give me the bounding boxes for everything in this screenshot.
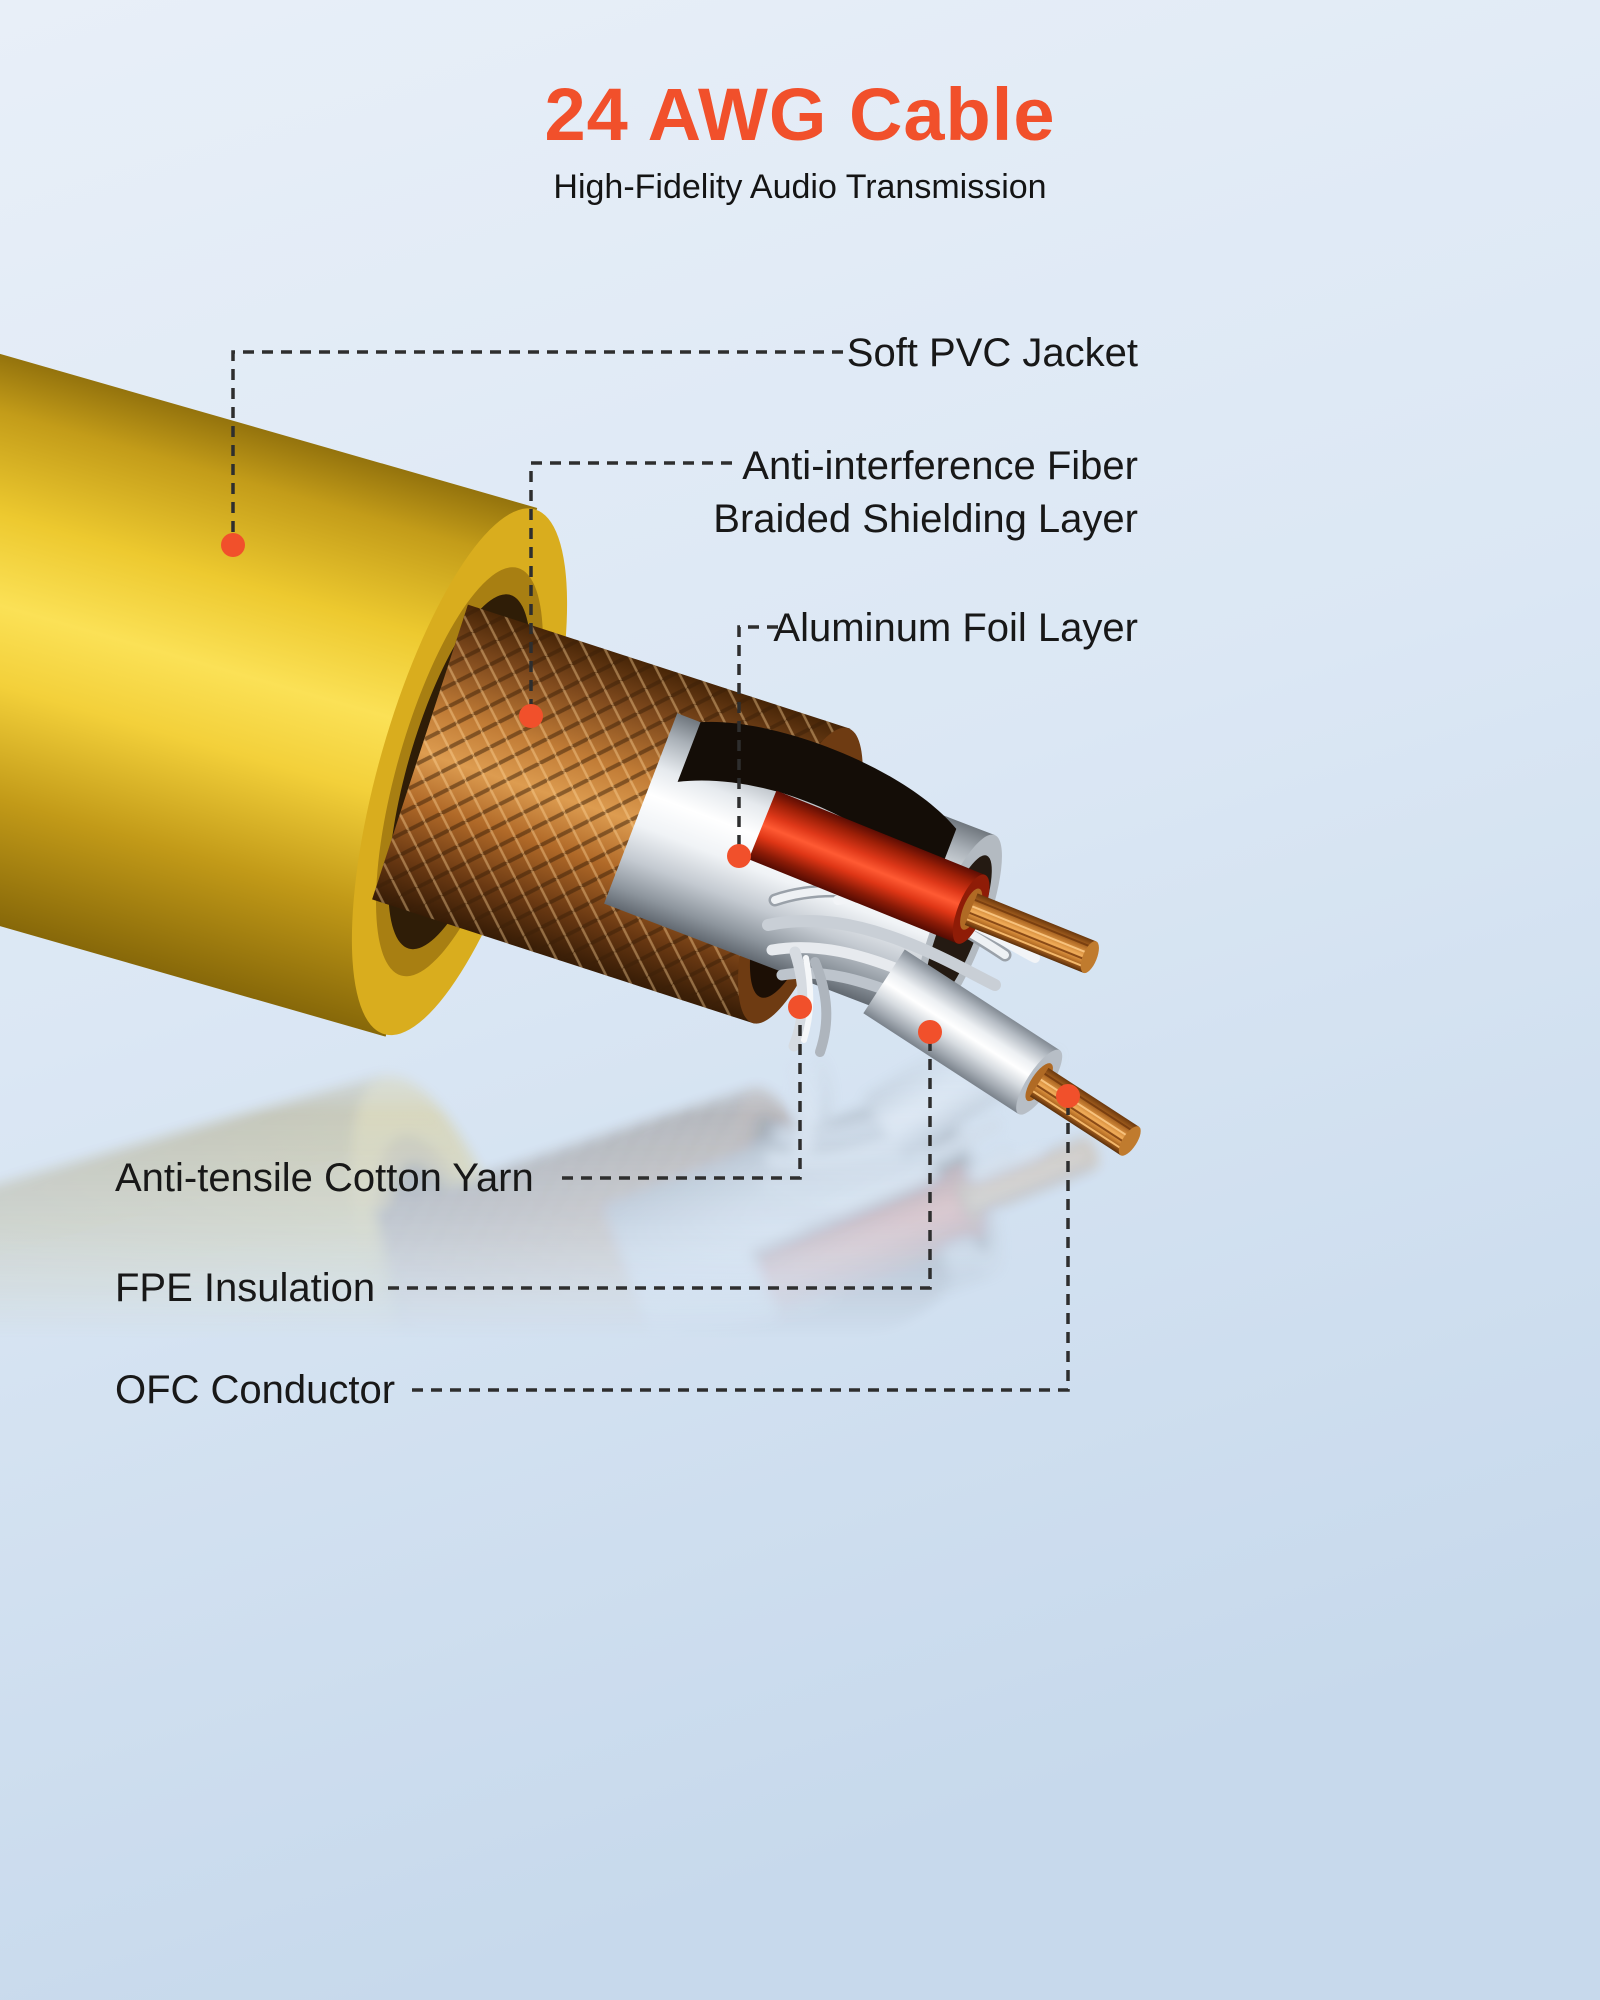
callout-lines [231, 350, 1070, 1392]
dot-ofc-conductor-icon [1056, 1084, 1080, 1108]
page-title: 24 AWG Cable [544, 73, 1056, 156]
leader-cotton-yarn [562, 1016, 802, 1180]
leader-aluminum-foil [737, 625, 778, 846]
label-cotton-yarn: Anti-tensile Cotton Yarn [115, 1156, 534, 1200]
label-fiber-braided-shielding: Anti-interference Fiber Braided Shieldin… [713, 440, 1138, 546]
page-subtitle: High-Fidelity Audio Transmission [553, 168, 1047, 206]
label-soft-pvc-jacket: Soft PVC Jacket [846, 331, 1138, 375]
label-fpe-insulation: FPE Insulation [115, 1266, 376, 1310]
callout-dots [221, 533, 1080, 1108]
dot-fpe-insulation-icon [918, 1020, 942, 1044]
leader-fiber-braid [529, 461, 732, 706]
dot-pvc-jacket-icon [221, 533, 245, 557]
label-fiber-line1: Anti-interference Fiber [742, 444, 1138, 488]
leader-pvc-jacket [231, 350, 843, 536]
dot-cotton-yarn-icon [788, 995, 812, 1019]
leader-ofc-conductor [412, 1106, 1070, 1392]
leader-fpe-insulation [388, 1042, 932, 1290]
label-fiber-line2: Braided Shielding Layer [713, 497, 1138, 541]
label-ofc-conductor: OFC Conductor [115, 1368, 396, 1412]
dot-fiber-braid-icon [519, 704, 543, 728]
dot-aluminum-foil-icon [727, 844, 751, 868]
label-aluminum-foil: Aluminum Foil Layer [773, 606, 1138, 650]
